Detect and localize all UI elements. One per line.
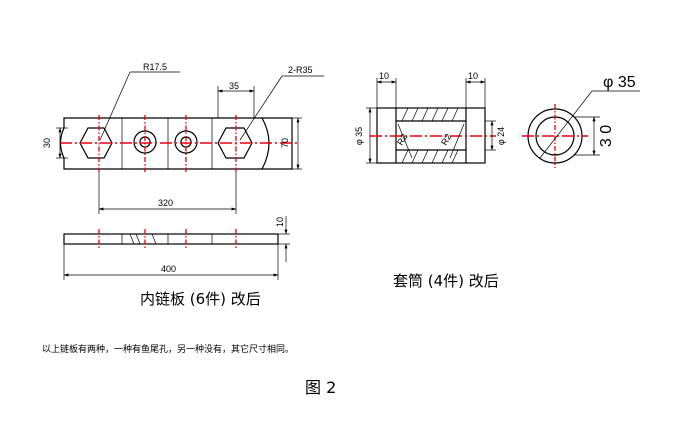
dim-sleeve-phi24: φ 24: [496, 127, 506, 145]
sleeve-hatch-top: [401, 107, 459, 122]
dim-sleeve-phi35: φ 35: [354, 127, 364, 145]
dim-sleeve-r2-right: R2: [439, 132, 453, 147]
sleeve-caption: 套筒 (4件) 改后: [393, 272, 499, 290]
dim-sleeve-r2-left: R2: [395, 132, 409, 147]
dim-10: 10: [275, 217, 285, 227]
round-hole-left: [133, 130, 157, 154]
chain-plate-side-outline: [63, 233, 279, 245]
dim-320: 320: [158, 198, 173, 208]
dim-70: 70: [280, 138, 290, 148]
drawing-note: 以上链板有两种，一种有鱼尾孔，另一种没有，其它尺寸相同。: [42, 343, 294, 355]
dim-400: 400: [161, 264, 176, 274]
sleeve-hatch-bottom: [401, 149, 459, 164]
dim-end-phi35: φ 35: [603, 74, 636, 91]
fishtail-hole-right: [217, 127, 253, 159]
sleeve-end-view: φ 35 3 0: [522, 74, 640, 168]
round-hole-right: [174, 130, 198, 154]
chain-plate-caption: 内链板 (6件) 改后: [140, 290, 261, 308]
chain-plate-side-view: 10 400: [63, 216, 290, 280]
chain-plate-top-view: R17.5 2-R35 35 30 70 320: [42, 62, 324, 214]
dim-sleeve-10-left: 10: [379, 71, 389, 81]
sleeve-section-view: 10 10 φ 35 φ 24 R2 R2: [354, 71, 506, 164]
dim-end-30: 3 0: [598, 125, 615, 147]
dim-35: 35: [229, 81, 239, 91]
dim-30: 30: [42, 138, 52, 148]
figure-label: 图 2: [305, 378, 336, 397]
dim-2-r35: 2-R35: [288, 65, 313, 75]
dim-sleeve-10-right: 10: [468, 71, 478, 81]
dim-r17-5: R17.5: [143, 62, 167, 72]
